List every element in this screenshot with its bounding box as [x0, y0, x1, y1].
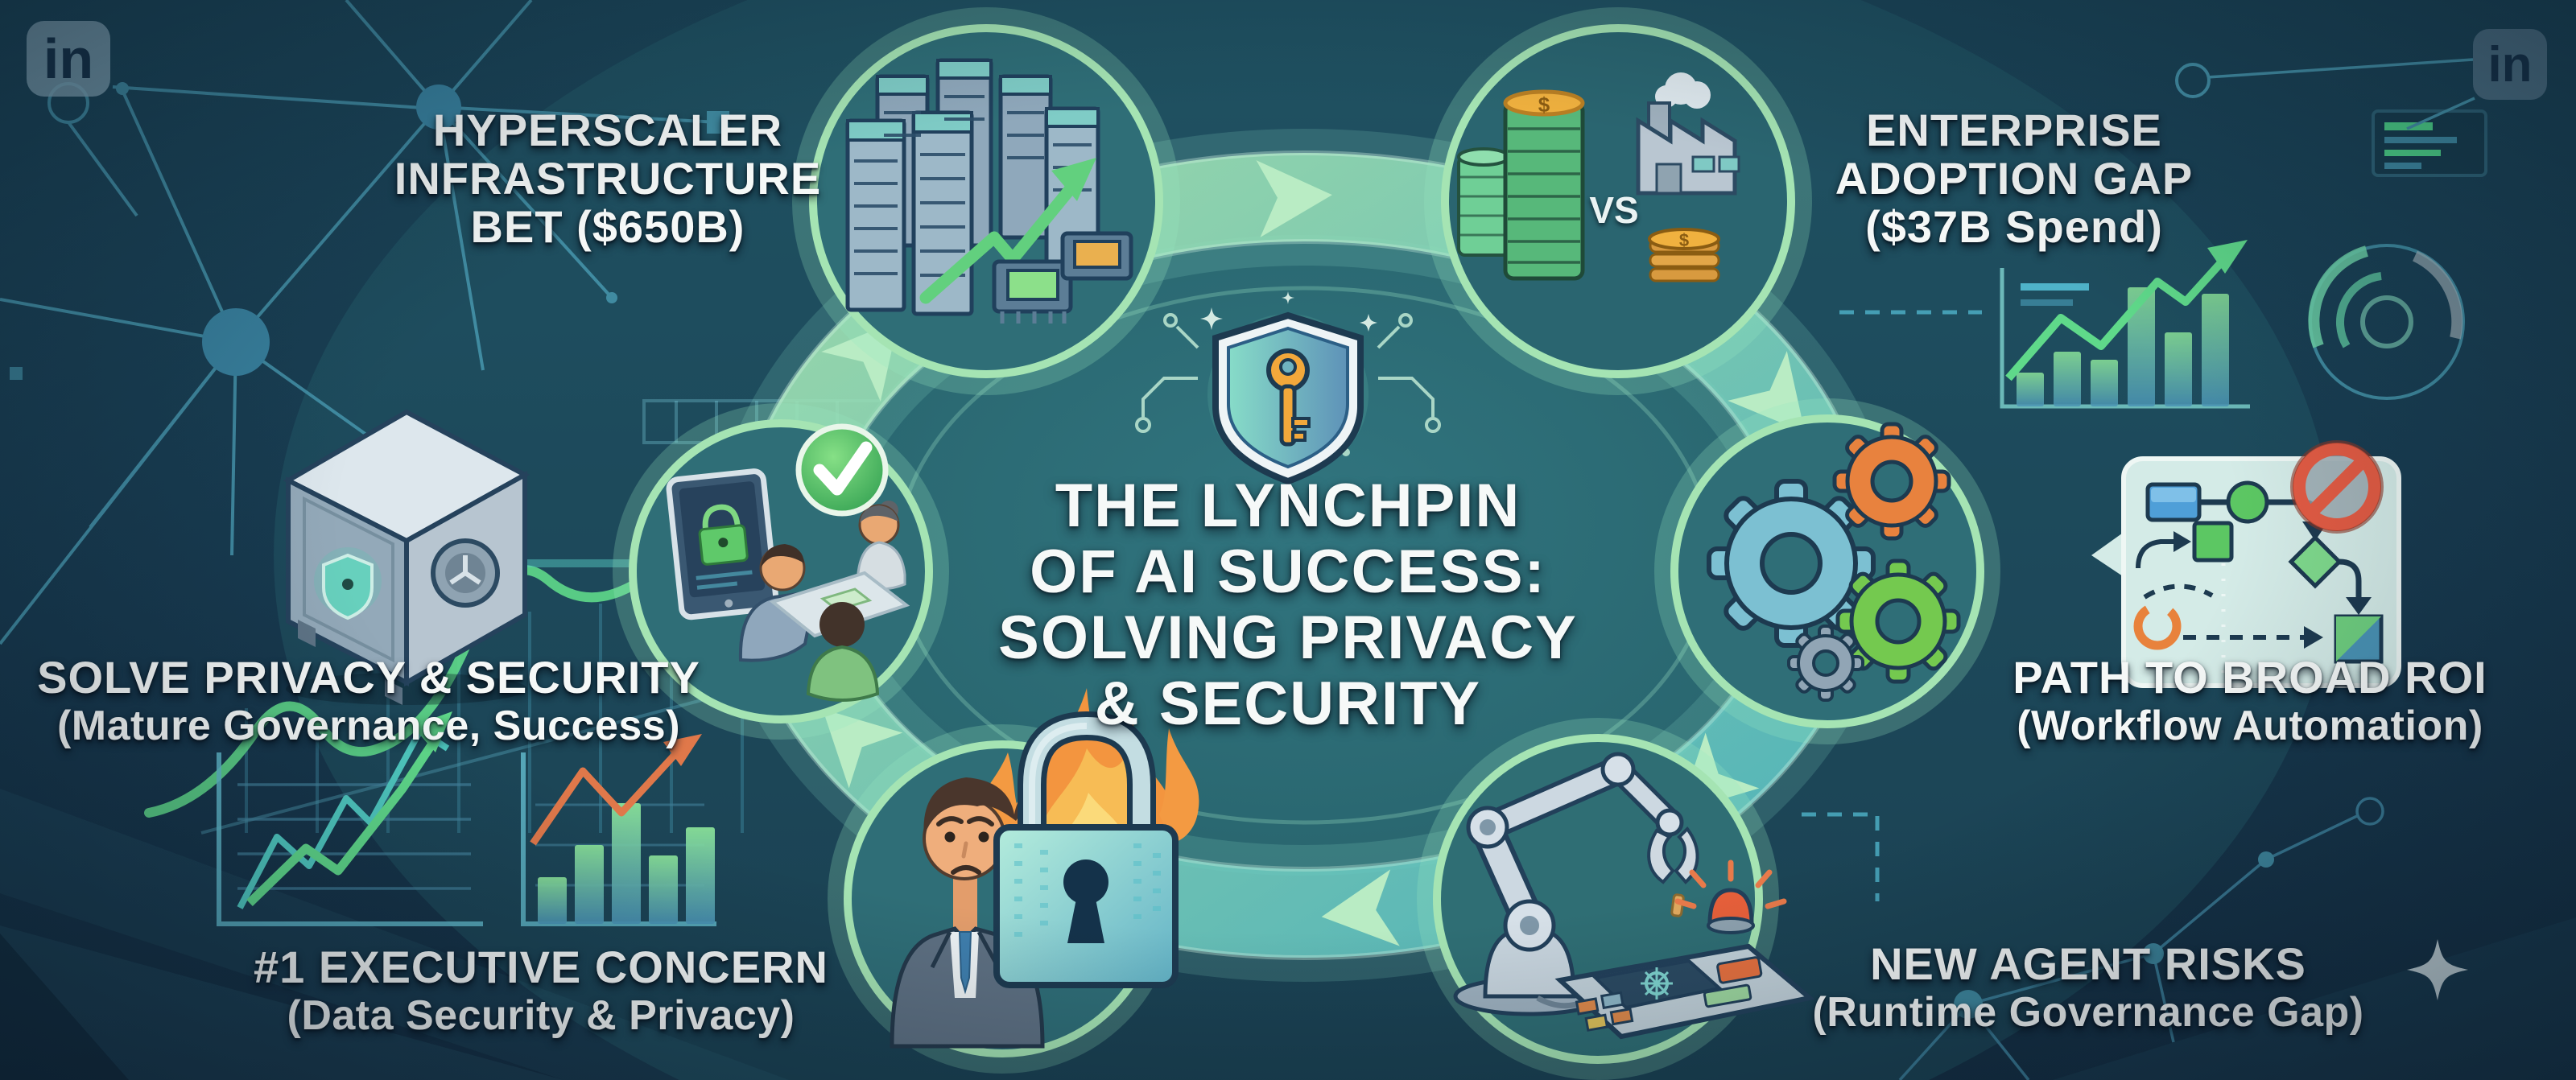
server-stack-icon [845, 58, 1133, 324]
arrow-up-icon [663, 734, 702, 766]
label-line: INFRASTRUCTURE [394, 153, 822, 204]
radar-gauge-icon [2308, 244, 2465, 400]
label-subtitle: (Workflow Automation) [2017, 703, 2483, 749]
gripper-icon [1647, 828, 1675, 884]
mini-line-chart [217, 711, 483, 926]
alarm-light-icon [1674, 859, 1787, 934]
corner-facet [0, 934, 129, 1080]
coin-stack-small-icon: $ [1648, 228, 1720, 282]
network-graph-top-left [0, 0, 729, 645]
label-title: SOLVE PRIVACY & SECURITY [37, 652, 700, 703]
prohibition-icon [2290, 440, 2384, 534]
arrow-up-icon [412, 711, 452, 752]
shield-key-icon [1208, 311, 1368, 485]
padlock-icon [993, 711, 1179, 988]
flow-arrow-icon [1728, 351, 1806, 433]
corner-band [0, 925, 564, 1080]
linkedin-logo-icon: in [2473, 29, 2547, 100]
vs-label: VS [1589, 189, 1639, 231]
worried-exec-icon [890, 777, 1045, 1049]
factory-icon [1636, 72, 1740, 196]
label-title: NEW AGENT RISKS [1870, 938, 2306, 989]
title-line: OF AI SUCCESS: [1030, 538, 1546, 606]
code-panel-icon [2175, 58, 2487, 177]
label-title: PATH TO BROAD ROI [2013, 652, 2487, 703]
linkedin-logo-icon: in [27, 21, 110, 97]
label-line: ($37B Spend) [1865, 201, 2163, 252]
title-line: SOLVING PRIVACY [998, 604, 1578, 672]
label-subtitle: (Runtime Governance Gap) [1812, 989, 2364, 1036]
robot-arm-icon [1453, 752, 1815, 1040]
burning-lock-icon [890, 688, 1199, 1049]
sparkle-icon [2407, 939, 2468, 1000]
mini-bar-chart [521, 734, 716, 926]
key-icon [1266, 348, 1311, 447]
label-line: HYPERSCALER [432, 105, 783, 155]
coin-stack-icon: $ [1457, 89, 1585, 281]
title-line: & SECURITY [1094, 670, 1482, 738]
label-hyperscaler: HYPERSCALER INFRASTRUCTURE BET ($650B) [394, 106, 821, 251]
check-badge-icon [795, 423, 889, 517]
label-line: ENTERPRISE [1866, 105, 2162, 155]
sparkles [1200, 291, 1377, 332]
title-line: THE LYNCHPIN [1055, 472, 1521, 540]
corner-band [0, 789, 789, 1080]
dashed-connector [1802, 310, 1982, 901]
network-graph-bottom-right [1898, 797, 2384, 1080]
vault-icon [283, 399, 911, 705]
dollar-icon: $ [1538, 93, 1550, 117]
label-subtitle: (Mature Governance, Success) [56, 703, 681, 749]
growth-arrow-icon [1051, 158, 1096, 201]
label-title: #1 EXECUTIVE CONCERN [254, 942, 828, 992]
label-roi: PATH TO BROAD ROI (Workflow Automation) [2013, 653, 2487, 750]
chip-icon [1060, 231, 1133, 281]
label-agent-risks: NEW AGENT RISKS (Runtime Governance Gap) [1812, 940, 2363, 1037]
label-enterprise: ENTERPRISE ADOPTION GAP ($37B Spend) [1835, 106, 2193, 251]
label-line: ADOPTION GAP [1835, 153, 2194, 204]
label-line: BET ($650B) [470, 201, 745, 252]
flowchart-panel-icon [2091, 440, 2401, 688]
tablet-icon [666, 468, 779, 620]
arrow-up-icon [2207, 240, 2248, 274]
flow-arrow-icon [1256, 160, 1332, 237]
corner-band [2053, 917, 2576, 1080]
flow-arrow-icon [1321, 869, 1400, 946]
label-subtitle: (Data Security & Privacy) [287, 992, 795, 1039]
chip-icon [992, 259, 1073, 324]
coins-vs-factory-icon: $ $ [1457, 72, 1740, 282]
dollar-icon: $ [1679, 230, 1689, 250]
flow-arrow-icon [822, 709, 903, 789]
gears-icon [1707, 422, 1961, 702]
person-icon [806, 602, 880, 702]
center-title: THE LYNCHPIN OF AI SUCCESS: SOLVING PRIV… [998, 473, 1578, 737]
label-exec-concern: #1 EXECUTIVE CONCERN (Data Security & Pr… [254, 943, 828, 1040]
keyhole-icon [1067, 895, 1104, 943]
bar-chart-right [2000, 240, 2250, 409]
governance-meeting-icon [666, 423, 910, 702]
label-solve: SOLVE PRIVACY & SECURITY (Mature Governa… [37, 653, 700, 750]
